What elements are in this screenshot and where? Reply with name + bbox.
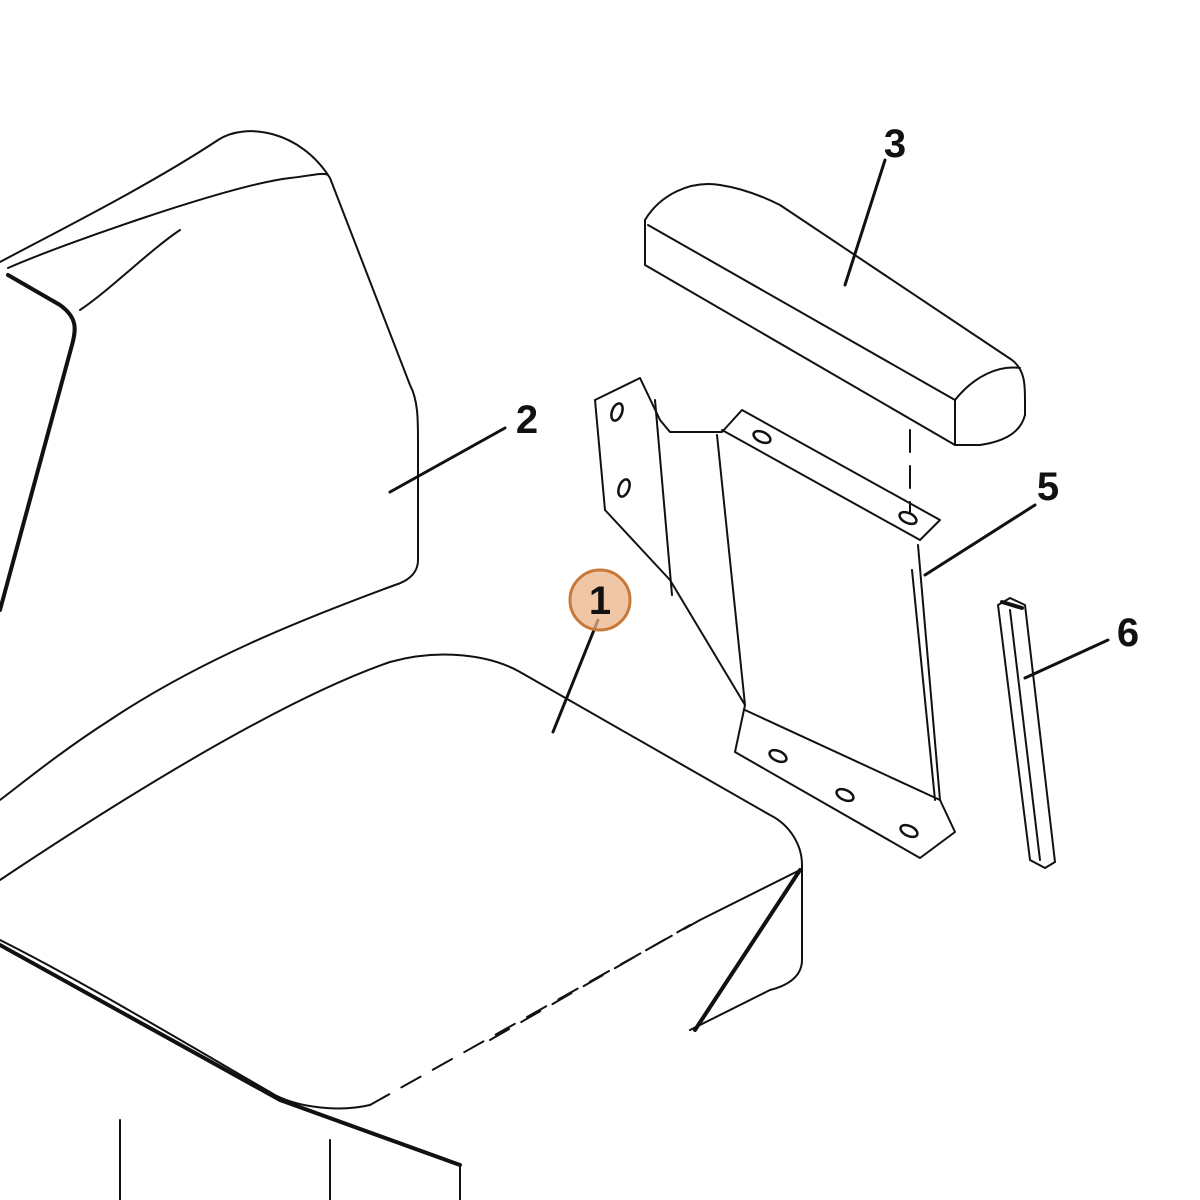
armrest-pad-part[interactable] [644,183,1026,513]
trim-strip-part[interactable] [997,597,1056,869]
callout-label-2[interactable]: 2 [516,398,538,442]
callout-label-3[interactable]: 3 [884,122,906,166]
backrest-part[interactable] [0,130,419,801]
callout-1[interactable]: 1 [568,568,632,632]
callout-label-6[interactable]: 6 [1117,611,1139,655]
leader-line-1 [551,618,600,734]
leader-line-5 [923,503,1037,577]
callout-label-1: 1 [589,579,611,623]
armrest-bracket-part[interactable] [594,377,956,859]
callout-highlight-ring [568,568,632,632]
leader-line-6 [1023,638,1110,680]
leader-line-2 [388,426,507,494]
seat-cushion-part[interactable] [0,653,803,1200]
leader-line-3 [843,158,887,287]
callout-label-5[interactable]: 5 [1037,465,1059,509]
